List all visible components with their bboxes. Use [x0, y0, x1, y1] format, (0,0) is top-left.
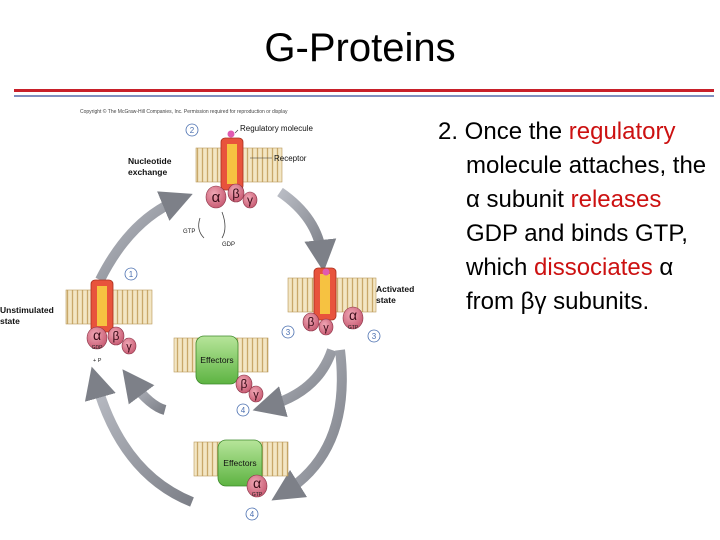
regulatory-molecule-label: Regulatory molecule	[240, 124, 313, 133]
gdp-label-1: GDP	[222, 242, 235, 248]
highlight-releases: releases	[570, 186, 662, 213]
gdp-label-3: GDP	[92, 345, 104, 351]
alpha-subunit-1: α	[212, 189, 221, 206]
step-4a-number: 4	[241, 406, 246, 415]
step-3b-number: 3	[372, 332, 377, 341]
step-2-number: 2	[190, 126, 195, 135]
title-rule-red	[14, 89, 714, 92]
unstimulated-state-label-line2: state	[0, 316, 20, 326]
effector-protein-1	[195, 335, 239, 385]
title-rule-blue	[14, 95, 714, 97]
arrow-to-effectors-1	[252, 348, 337, 418]
arrow-to-unstimulated-1	[122, 369, 167, 415]
step-2-marker	[185, 123, 199, 137]
step-4a-marker	[236, 403, 250, 417]
phosphate-label: + P	[93, 358, 102, 364]
alpha-subunit-2: α	[349, 307, 357, 323]
membrane-unstimulated: α GDP β γ + P	[65, 279, 153, 364]
text-part: 2. Once the	[438, 118, 569, 145]
text-part: α from βγ subunits.	[466, 254, 674, 315]
membrane-effectors-alpha: Effectors α GTP	[193, 439, 289, 498]
activated-state-label-line2: state	[376, 295, 396, 305]
g-protein-cycle-diagram: Copyright © The McGraw-Hill Companies, I…	[0, 108, 414, 521]
highlight-dissociates: dissociates	[534, 254, 653, 281]
arrow-to-activated	[277, 187, 337, 272]
beta-subunit-3: β	[113, 329, 120, 343]
membrane-activated: β γ α GTP	[287, 267, 377, 336]
step-1-marker	[124, 267, 138, 281]
gtp-label-5: GTP	[252, 492, 263, 498]
receptor-label: Receptor	[274, 154, 307, 163]
nucleotide-exchange-label-line1: Nucleotide	[128, 156, 172, 166]
step-4b-marker	[245, 507, 259, 521]
arrow-to-unstimulated-2	[84, 366, 194, 507]
step-3b-marker	[367, 329, 381, 343]
text-part: molecule attaches, the α subunit	[466, 152, 707, 213]
highlight-regulatory: regulatory	[568, 118, 676, 145]
membrane-nucleotide-exchange: α β γ Regulatory molecule Receptor GTP G…	[183, 124, 313, 248]
beta-subunit-4: β	[241, 377, 248, 391]
effector-protein-2	[217, 439, 263, 487]
alpha-subunit-3: α	[93, 327, 101, 343]
cycle-arrows	[84, 187, 347, 507]
arrow-to-effectors-2	[271, 349, 347, 501]
effectors-label-1: Effectors	[200, 355, 233, 365]
gamma-subunit-4: γ	[253, 389, 259, 401]
gtp-label-2: GTP	[348, 325, 359, 331]
membrane-effectors-beta-gamma: Effectors β γ	[173, 335, 269, 403]
beta-subunit-1: β	[232, 186, 239, 201]
regulatory-molecule-dot	[227, 130, 235, 138]
step-2-paragraph: 2. Once the regulatory molecule attaches…	[438, 115, 714, 319]
text-part: GDP and binds GTP, which	[466, 220, 688, 281]
slide-title: G-Proteins	[264, 26, 456, 70]
gtp-label-1: GTP	[183, 229, 195, 235]
copyright-text: Copyright © The McGraw-Hill Companies, I…	[80, 108, 288, 115]
effectors-label-2: Effectors	[223, 458, 256, 468]
activated-state-label-line1: Activated	[376, 284, 414, 294]
nucleotide-exchange-label-line2: exchange	[128, 167, 167, 177]
gamma-subunit-1: γ	[247, 193, 253, 207]
step-4b-number: 4	[250, 510, 255, 519]
unstimulated-state-label-line1: Unstimulated	[0, 305, 54, 315]
step-3a-marker	[281, 325, 295, 339]
step-3a-number: 3	[286, 328, 291, 337]
arrow-to-nucleotide-exchange	[95, 191, 193, 283]
gamma-subunit-3: γ	[126, 341, 132, 353]
gamma-subunit-2: γ	[323, 322, 329, 334]
step-1-number: 1	[129, 270, 134, 279]
slide-body-text: 2. Once the regulatory molecule attaches…	[438, 115, 714, 319]
alpha-subunit-5: α	[253, 475, 261, 491]
beta-subunit-2: β	[308, 315, 315, 329]
